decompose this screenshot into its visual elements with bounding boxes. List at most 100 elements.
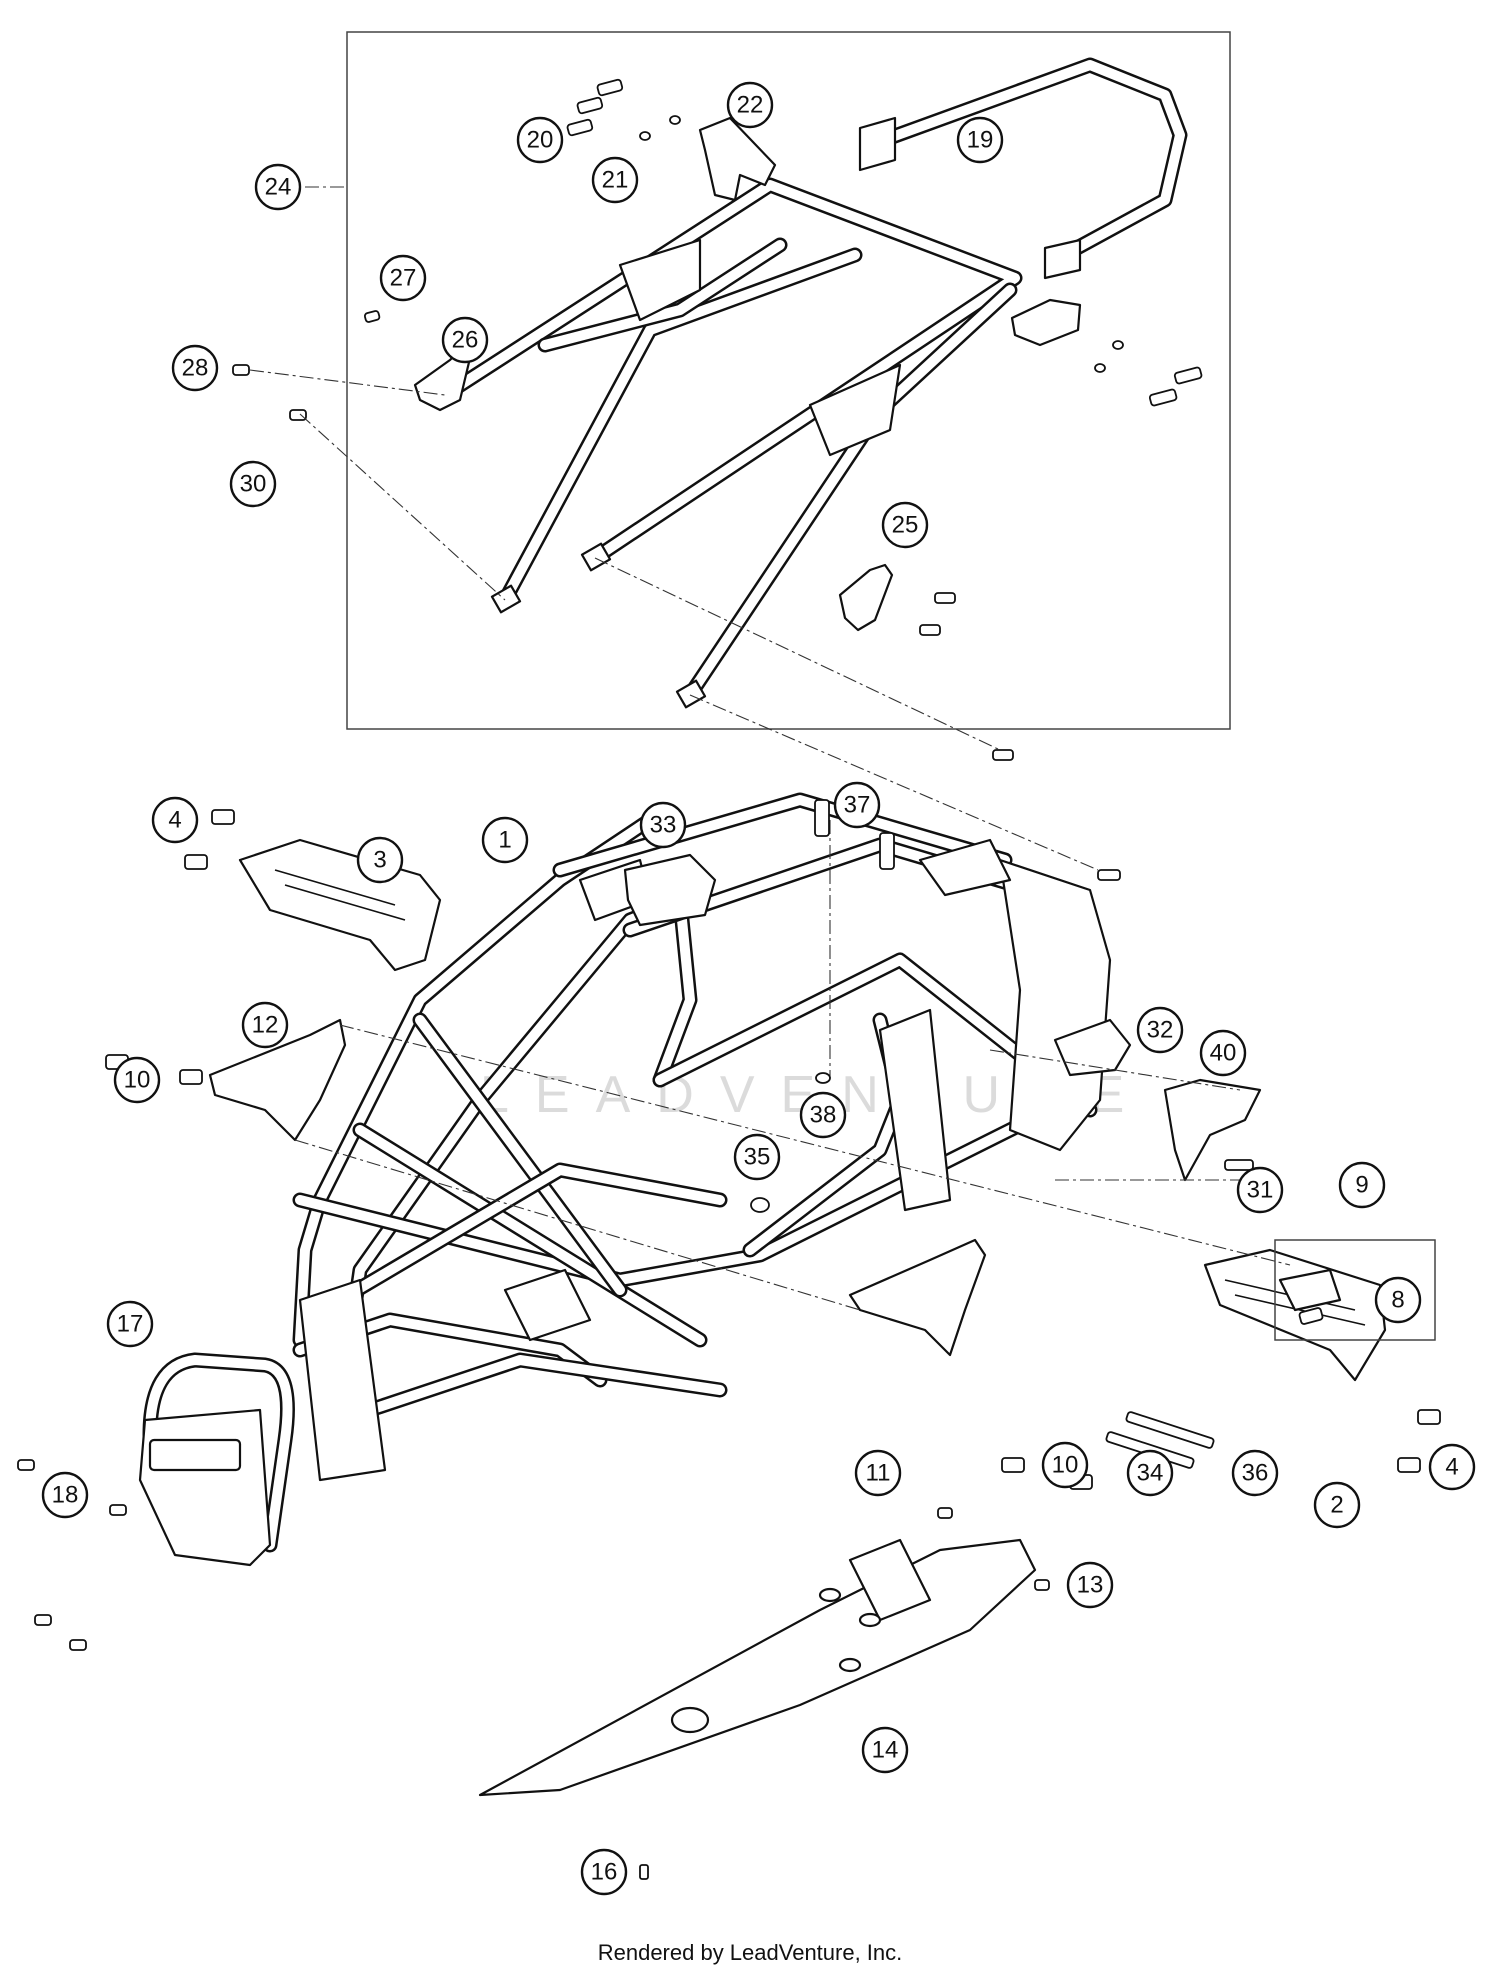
footrest-spring-clip [1278, 1268, 1342, 1312]
seat-mount-bracket [918, 838, 1012, 897]
svg-text:26: 26 [452, 327, 479, 354]
front-lower-plate [298, 1278, 387, 1482]
protection-pad-32 [1053, 1018, 1132, 1077]
callout-12: 12 [241, 1001, 289, 1049]
callout-4-right: 4 [1428, 1443, 1476, 1491]
callout-34: 34 [1126, 1449, 1174, 1497]
callout-13: 13 [1066, 1561, 1114, 1609]
svg-text:37: 37 [844, 792, 871, 819]
callout-20: 20 [516, 116, 564, 164]
svg-text:11: 11 [866, 1460, 891, 1487]
swingarm-pivot-plate [878, 1008, 952, 1212]
svg-text:31: 31 [1247, 1177, 1274, 1204]
callout-17: 17 [106, 1300, 154, 1348]
callout-28: 28 [171, 344, 219, 392]
svg-text:36: 36 [1242, 1460, 1269, 1487]
svg-text:13: 13 [1077, 1572, 1104, 1599]
callout-27: 27 [379, 254, 427, 302]
rear-shock-housing [998, 858, 1112, 1152]
main-frame [292, 792, 1112, 1482]
svg-text:4: 4 [1445, 1454, 1458, 1481]
heel-guard [1163, 1078, 1262, 1182]
subframe-cross-plate [808, 363, 902, 457]
callout-25: 25 [881, 501, 929, 549]
callout-36: 36 [1231, 1449, 1279, 1497]
callout-18: 18 [41, 1471, 89, 1519]
svg-text:9: 9 [1355, 1172, 1368, 1199]
svg-text:2: 2 [1330, 1492, 1343, 1519]
callout-37: 37 [833, 781, 881, 829]
frame-guard-plate-right [848, 1238, 987, 1357]
ktm-logo [148, 1438, 242, 1472]
svg-text:20: 20 [527, 127, 554, 154]
mounting-bracket-right [1010, 298, 1082, 347]
skid-plate [478, 1538, 1037, 1797]
svg-text:8: 8 [1391, 1287, 1404, 1314]
svg-text:1: 1 [498, 827, 511, 854]
engine-mount-plate [503, 1268, 592, 1342]
callout-11: 11 [854, 1449, 902, 1497]
front-bumper [138, 1352, 295, 1567]
svg-text:19: 19 [967, 127, 994, 154]
grab-handle [858, 57, 1188, 280]
svg-text:32: 32 [1147, 1017, 1174, 1044]
mounting-bracket-22 [698, 116, 777, 202]
svg-text:24: 24 [265, 174, 292, 201]
svg-text:21: 21 [602, 167, 629, 194]
mounting-bracket-25 [838, 563, 894, 632]
svg-text:12: 12 [252, 1012, 279, 1039]
svg-text:14: 14 [872, 1737, 899, 1764]
callout-14: 14 [861, 1726, 909, 1774]
svg-text:18: 18 [52, 1482, 79, 1509]
callout-8: 8 [1374, 1276, 1422, 1324]
callout-16: 16 [580, 1848, 628, 1896]
svg-text:22: 22 [737, 92, 764, 119]
protection-pad-33 [623, 853, 717, 927]
subframe-hardware [232, 78, 1203, 881]
callout-2: 2 [1313, 1481, 1361, 1529]
svg-text:27: 27 [390, 265, 417, 292]
svg-text:17: 17 [117, 1311, 144, 1338]
svg-text:34: 34 [1137, 1460, 1164, 1487]
frame-guard-plate-left [208, 1018, 347, 1142]
callout-19: 19 [956, 116, 1004, 164]
svg-text:38: 38 [810, 1102, 837, 1129]
callout-24: 24 [254, 163, 302, 211]
rear-subframe [430, 177, 1023, 709]
callout-26: 26 [441, 316, 489, 364]
callout-38: 38 [799, 1091, 847, 1139]
svg-text:25: 25 [892, 512, 919, 539]
svg-text:33: 33 [650, 812, 677, 839]
callout-1: 1 [481, 816, 529, 864]
svg-text:16: 16 [591, 1859, 618, 1886]
callout-31: 31 [1236, 1166, 1284, 1214]
callout-22: 22 [726, 81, 774, 129]
svg-text:40: 40 [1210, 1040, 1237, 1067]
svg-text:3: 3 [373, 847, 386, 874]
svg-text:10: 10 [124, 1067, 151, 1094]
callout-3: 3 [356, 836, 404, 884]
callout-33: 33 [639, 801, 687, 849]
svg-text:28: 28 [182, 355, 209, 382]
callout-4-left: 4 [151, 796, 199, 844]
svg-text:4: 4 [168, 807, 181, 834]
callout-30: 30 [229, 460, 277, 508]
svg-text:35: 35 [744, 1144, 771, 1171]
rendered-by-credit: Rendered by LeadVenture, Inc. [597, 1940, 903, 1965]
svg-text:30: 30 [240, 471, 267, 498]
callout-10-right: 10 [1041, 1441, 1089, 1489]
callout-40: 40 [1199, 1029, 1247, 1077]
callout-9: 9 [1338, 1161, 1386, 1209]
svg-text:10: 10 [1052, 1452, 1079, 1479]
subframe-gusset [618, 238, 702, 322]
subframe-group-box [346, 31, 1231, 730]
callout-21: 21 [591, 156, 639, 204]
callout-32: 32 [1136, 1006, 1184, 1054]
bumper-plate [138, 1408, 272, 1567]
group-9-box [1274, 1239, 1436, 1341]
callout-35: 35 [733, 1133, 781, 1181]
callout-10-left: 10 [113, 1056, 161, 1104]
left-footrest [238, 838, 442, 972]
main-frame-hardware [17, 799, 1441, 1880]
